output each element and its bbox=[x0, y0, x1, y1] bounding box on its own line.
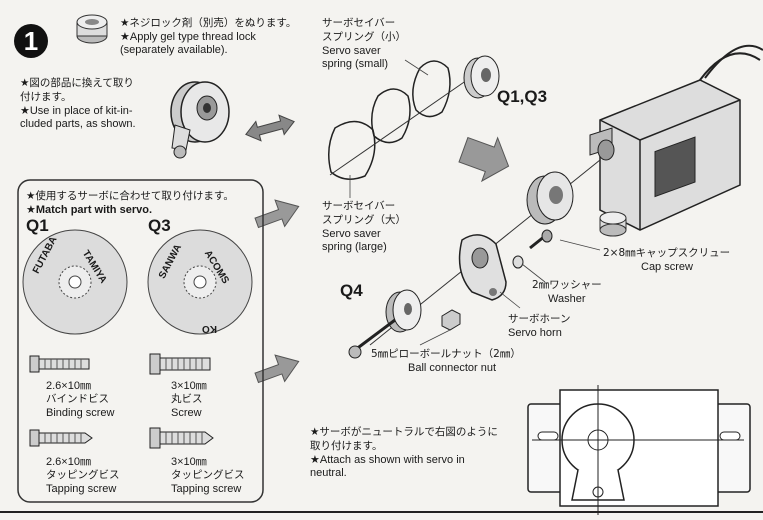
spring-small-en1: Servo saver bbox=[322, 45, 381, 57]
swap-arrow-icon bbox=[245, 114, 295, 142]
binding-screw bbox=[29, 355, 90, 373]
q4-disc-part bbox=[385, 289, 422, 333]
label-q4: Q4 bbox=[340, 281, 363, 300]
tapping-screw-small bbox=[29, 429, 93, 447]
servo-horn-en: Servo horn bbox=[508, 327, 562, 339]
screw-1-size: 2.6×10㎜ bbox=[46, 380, 91, 392]
screw-3-size: 2.6×10㎜ bbox=[46, 456, 91, 468]
servo-body bbox=[589, 44, 763, 231]
washer-part bbox=[512, 255, 524, 269]
neutral-jp1: ★サーボがニュートラルで右図のように bbox=[310, 426, 498, 438]
neutral-en2: neutral. bbox=[310, 467, 347, 479]
match-jp: ★使用するサーボに合わせて取り付けます。 bbox=[26, 190, 234, 202]
thread-lock-icon bbox=[76, 14, 108, 44]
replace-en2: cluded parts, as shown. bbox=[20, 118, 136, 130]
screw-1-en: Binding screw bbox=[46, 407, 115, 419]
spring-large-en1: Servo saver bbox=[322, 228, 381, 240]
cap-screw-part bbox=[529, 229, 553, 250]
servo-saver-part bbox=[170, 81, 230, 159]
spring-small bbox=[371, 60, 451, 144]
spring-large-jp1: サーボセイバー bbox=[322, 200, 396, 212]
spring-large-en2: spring (large) bbox=[322, 241, 387, 253]
ball-nut-part bbox=[441, 309, 461, 331]
tapping-screw-large bbox=[149, 427, 214, 449]
thread-lock-icon-small bbox=[599, 211, 627, 237]
screw-3-en: Tapping screw bbox=[46, 483, 117, 495]
threadlock-en1: ★Apply gel type thread lock bbox=[120, 31, 256, 43]
saver-ring bbox=[463, 55, 500, 99]
threadlock-jp: ★ネジロック剤（別売）をぬります。 bbox=[120, 17, 297, 29]
washer-en: Washer bbox=[548, 293, 586, 305]
screw-2-en: Screw bbox=[171, 407, 202, 419]
horn-q3 bbox=[147, 229, 253, 335]
threadlock-en2: (separately available). bbox=[120, 44, 228, 56]
washer-jp: 2㎜ワッシャー bbox=[532, 279, 602, 291]
ball-nut-en: Ball connector nut bbox=[408, 362, 497, 374]
neutral-diagram bbox=[527, 385, 751, 515]
cap-screw-en: Cap screw bbox=[641, 261, 693, 273]
screw-1-jp: バインドビス bbox=[46, 393, 109, 405]
screw-2-size: 3×10㎜ bbox=[171, 380, 207, 392]
servo-match-box bbox=[17, 179, 264, 503]
spring-large bbox=[328, 120, 376, 180]
screw-4-jp: タッピングビス bbox=[171, 469, 245, 481]
horn-q3-brand3: KO bbox=[202, 323, 217, 334]
spring-small-en2: spring (small) bbox=[322, 58, 389, 70]
screw-4-en: Tapping screw bbox=[171, 483, 242, 495]
cap-screw-jp: 2×8㎜キャップスクリュー bbox=[603, 247, 731, 259]
long-screw-part bbox=[348, 318, 396, 359]
round-screw bbox=[149, 353, 211, 375]
screw-2-jp: 丸ビス bbox=[171, 393, 203, 405]
replace-jp2: 付けます。 bbox=[20, 91, 72, 103]
saver-assembly bbox=[526, 171, 574, 225]
match-en: ★Match part with servo. bbox=[26, 204, 152, 216]
spring-small-jp1: サーボセイバー bbox=[322, 17, 396, 29]
spring-small-jp2: スプリング（小） bbox=[322, 31, 406, 43]
screw-4-size: 3×10㎜ bbox=[171, 456, 207, 468]
replace-en1: ★Use in place of kit-in- bbox=[20, 105, 133, 117]
horn-q1-label: Q1 bbox=[26, 216, 49, 235]
servo-horn-jp: サーボホーン bbox=[508, 313, 571, 325]
horn-q1 bbox=[22, 229, 128, 335]
step-number: 1 bbox=[14, 24, 48, 58]
neutral-jp2: 取り付けます。 bbox=[310, 440, 383, 452]
screw-3-jp: タッピングビス bbox=[46, 469, 120, 481]
label-q1q3: Q1,Q3 bbox=[497, 87, 548, 106]
horn-q3-label: Q3 bbox=[148, 216, 171, 235]
replace-jp1: ★図の部品に換えて取り bbox=[20, 77, 134, 89]
direction-arrow-icon bbox=[254, 136, 510, 384]
servo-horn-part bbox=[458, 234, 507, 301]
neutral-en1: ★Attach as shown with servo in bbox=[310, 454, 465, 466]
ball-nut-jp: 5㎜ピローボールナット（2㎜） bbox=[371, 348, 521, 360]
spring-large-jp2: スプリング（大） bbox=[322, 214, 406, 226]
